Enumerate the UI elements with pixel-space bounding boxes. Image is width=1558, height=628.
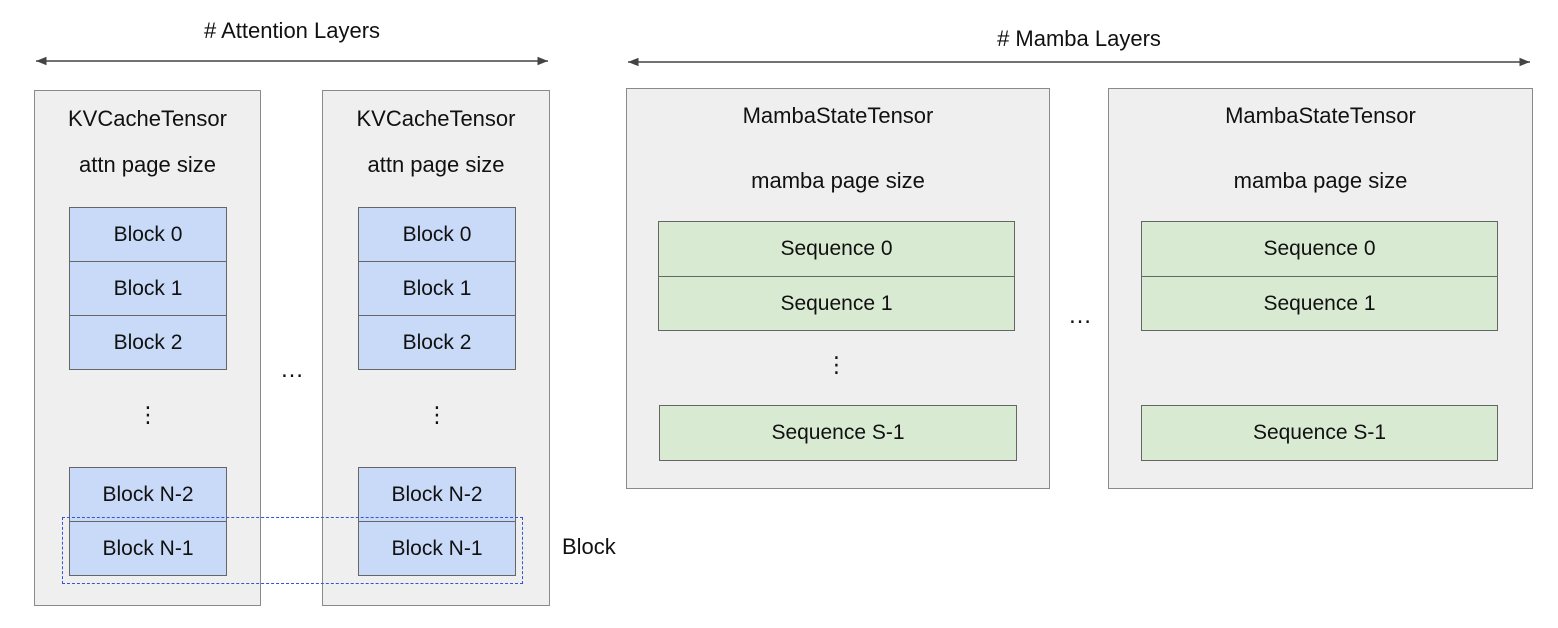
block-selection-label: Block: [562, 534, 616, 559]
block-n-2: Block N-2: [358, 467, 516, 522]
sequence-s-1: Sequence S-1: [659, 405, 1017, 461]
page-size-label: attn page size: [367, 152, 505, 177]
block-selection-outline: [62, 517, 523, 584]
page-size-label: mamba page size: [751, 168, 925, 193]
mamba-layers-header: # Mamba Layers: [997, 26, 1161, 51]
page-size-label: mamba page size: [1233, 168, 1408, 193]
block-1: Block 1: [69, 261, 227, 316]
block-1: Block 1: [358, 261, 516, 316]
block-n-1: Block N-1: [358, 521, 516, 576]
block-0: Block 0: [69, 207, 227, 262]
sequence-1: Sequence 1: [1141, 276, 1498, 331]
block-2: Block 2: [358, 315, 516, 370]
vertical-ellipsis: ⋮: [137, 402, 159, 427]
vertical-ellipsis: ⋮: [426, 402, 448, 427]
block-n-2: Block N-2: [69, 467, 227, 522]
mamba-ellipsis: …: [1068, 302, 1092, 329]
kvcache-tensor-panel-1: KVCacheTensor attn page size Block 0 Blo…: [34, 90, 261, 606]
sequence-1: Sequence 1: [658, 276, 1015, 331]
attention-layers-header: # Attention Layers: [203, 18, 381, 43]
mamba-state-tensor-panel-2: MambaStateTensor mamba page size Sequenc…: [1108, 88, 1533, 489]
panel-title: MambaStateTensor: [742, 103, 934, 128]
mamba-state-tensor-panel-1: MambaStateTensor mamba page size Sequenc…: [626, 88, 1050, 489]
panel-title: MambaStateTensor: [1225, 103, 1416, 128]
attention-ellipsis: …: [280, 356, 304, 383]
panel-title: KVCacheTensor: [356, 106, 516, 131]
vertical-ellipsis: ⋮: [825, 352, 848, 377]
block-n-1: Block N-1: [69, 521, 227, 576]
sequence-s-1: Sequence S-1: [1141, 405, 1498, 461]
page-size-label: attn page size: [79, 152, 216, 177]
kvcache-tensor-panel-2: KVCacheTensor attn page size Block 0 Blo…: [322, 90, 550, 606]
panel-title: KVCacheTensor: [68, 106, 227, 131]
block-0: Block 0: [358, 207, 516, 262]
sequence-0: Sequence 0: [1141, 221, 1498, 277]
block-2: Block 2: [69, 315, 227, 370]
sequence-0: Sequence 0: [658, 221, 1015, 277]
